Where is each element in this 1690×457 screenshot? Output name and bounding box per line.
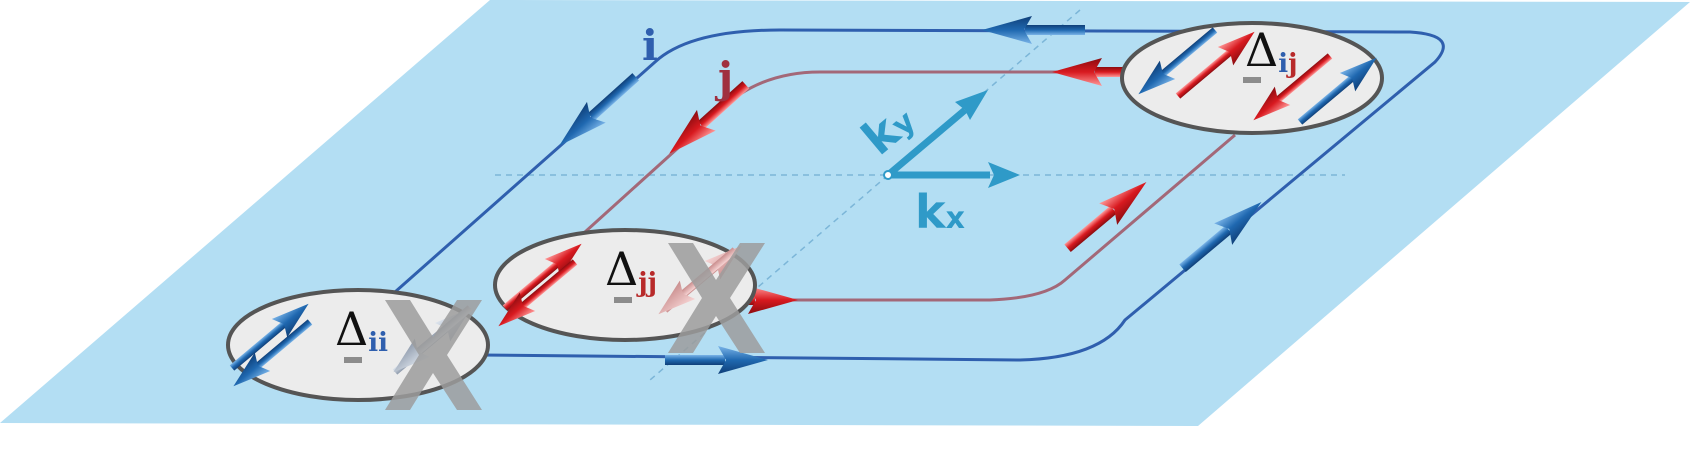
- ky-axis-arrow: [885, 107, 968, 178]
- pairing-ii-delta: Δ: [335, 302, 368, 356]
- spin-arrow-icon: [1297, 57, 1377, 125]
- cross-x-icon: [668, 243, 765, 353]
- ky-axis-head: [955, 90, 988, 120]
- pairing-ii: Δii: [226, 288, 490, 410]
- pairing-jj-subscript: jj: [636, 268, 657, 298]
- pairing-ij-underbar: [1243, 77, 1261, 83]
- origin-dot: [883, 170, 893, 180]
- pairing-ij-subscript-i: i: [1278, 49, 1288, 79]
- band-j-label: j: [714, 53, 733, 102]
- pairing-ii-symbol: Δii: [335, 302, 388, 358]
- pairing-ij-subscript-j: j: [1286, 49, 1297, 79]
- spin-arrow-icon: [1138, 27, 1218, 95]
- spin-arrow-icon: [982, 16, 1085, 44]
- band-i-path: [394, 28, 1445, 362]
- spin-arrow-icon: [669, 81, 750, 154]
- pairing-jj-delta: Δ: [605, 242, 638, 296]
- spin-arrow-icon: [1175, 31, 1255, 99]
- pairing-jj-symbol: Δjj: [605, 242, 657, 298]
- pairing-ii-subscript: ii: [368, 328, 388, 358]
- pairing-ij: Δij: [1120, 21, 1384, 135]
- spin-arrow-icon: [233, 319, 313, 387]
- pairing-jj: Δjj: [493, 228, 765, 353]
- spin-arrow-icon: [498, 259, 578, 327]
- pairing-ii-underbar: [344, 357, 362, 363]
- spin-arrow-icon: [1064, 182, 1147, 253]
- spin-arrow-icon: [559, 73, 640, 146]
- pairing-jj-underbar: [614, 297, 632, 303]
- spin-arrow-icon: [665, 346, 768, 374]
- kx-axis-head: [988, 162, 1020, 188]
- kx-sub: x: [946, 201, 965, 236]
- pairing-ij-delta: Δ: [1245, 23, 1278, 77]
- kx-main: k: [915, 185, 947, 239]
- band-i-label: i: [642, 21, 658, 70]
- spin-arrow-icon: [1253, 53, 1333, 121]
- spin-arrow-icon: [1179, 202, 1262, 273]
- kx-label: kx: [915, 185, 965, 239]
- pairing-ij-symbol: Δij: [1245, 23, 1298, 79]
- cross-x-icon: [385, 300, 482, 410]
- spin-arrow-icon: [229, 303, 309, 371]
- band-i-arrows: [559, 16, 1262, 374]
